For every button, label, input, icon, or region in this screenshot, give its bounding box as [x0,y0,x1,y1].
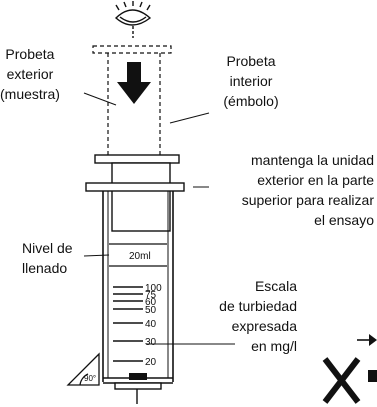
scale-tick-label: 50 [145,305,157,316]
callout-lines [83,92,235,345]
right-arrow-icon [357,334,377,382]
scale-tick-label: 75 [145,290,157,301]
eye-icon [114,1,152,38]
inner-tube [111,162,171,232]
scale-tick-label: 100 [145,283,162,294]
inner-tube-raised-outline [92,45,172,160]
svg-text:90°: 90° [84,374,96,383]
scale-tick-label: 60 [145,297,157,308]
fill-level-value: 20ml [129,251,151,262]
outer-tube-flange [85,182,185,192]
base-plunger [114,373,162,404]
x-mark-icon [322,357,361,404]
outer-tube-label: Probeta exterior (muestra) [0,46,60,102]
inner-tube-flange [94,154,180,164]
inner-tube-label: Probeta interior (émbolo) [223,53,279,109]
fill-level-mark: 20ml [109,243,167,267]
instruction-label: mantenga la unidad exterior en la parte … [241,152,374,228]
fill-level-label: Nivel de llenado [22,240,73,276]
scale-tick-label: 30 [145,337,157,348]
scale-tick-label: 20 [145,357,157,368]
angle-90-icon: 90° [66,352,100,386]
scale-tick-label: 40 [145,319,157,330]
down-arrow-icon [117,62,151,104]
scale-label: Escala de turbiedad expresada en mg/l [219,278,297,354]
